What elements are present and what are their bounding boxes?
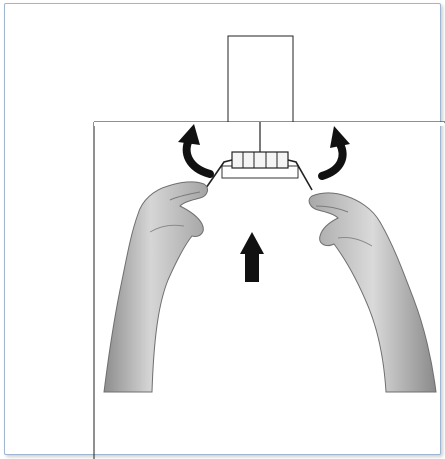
downlight-fixture [206, 152, 312, 190]
curved-arrow-left-icon [178, 124, 210, 174]
curved-arrow-right-icon [322, 126, 350, 176]
left-hand-icon [104, 182, 207, 392]
right-hand-icon [309, 193, 436, 392]
up-arrow-icon [240, 232, 264, 282]
fixture-housing-icon [228, 36, 293, 122]
